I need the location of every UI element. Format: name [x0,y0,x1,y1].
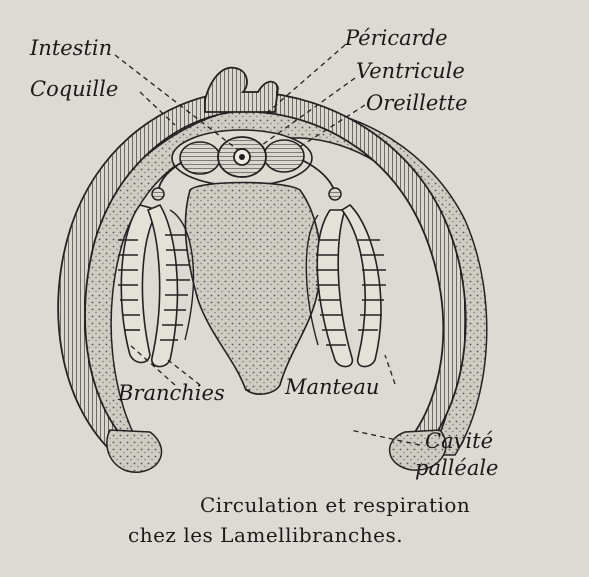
gills-left [118,203,195,368]
label-manteau: Manteau [284,375,379,399]
label-cavite-line2: palléale [415,456,499,480]
leader-cavite [349,429,421,446]
mantle-tip-right [388,429,447,471]
label-coquille: Coquille [30,77,118,101]
label-intestin: Intestin [29,36,112,60]
leader-manteau [384,354,396,385]
label-ventricule: Ventricule [356,59,465,83]
gill-axis-right [328,187,342,201]
leader-oreillette [297,104,366,149]
leader-ventricule [261,77,356,146]
leader-branchies-a [129,344,176,386]
leader-branchies-b [167,359,201,386]
label-cavite-line1: Cavité [425,429,493,453]
intestine-lumen [239,154,245,160]
visceral-mass [184,181,322,395]
mantle-tip-left [106,429,163,473]
caption-line2: chez les Lamellibranches. [128,523,403,547]
label-pericarde: Péricarde [344,26,448,50]
leader-lines [114,44,421,446]
auricle-right [263,139,305,173]
gill-axis-left [151,187,165,201]
leader-pericarde [267,44,346,113]
leader-intestin [114,54,239,151]
label-branchies: Branchies [117,381,225,405]
label-oreillette: Oreillette [366,91,468,115]
auricle-left [179,141,221,175]
hinge-ligament [204,66,279,113]
leader-coquille [139,91,176,126]
gills-right [305,203,386,368]
caption-line1: Circulation et respiration [200,493,470,517]
